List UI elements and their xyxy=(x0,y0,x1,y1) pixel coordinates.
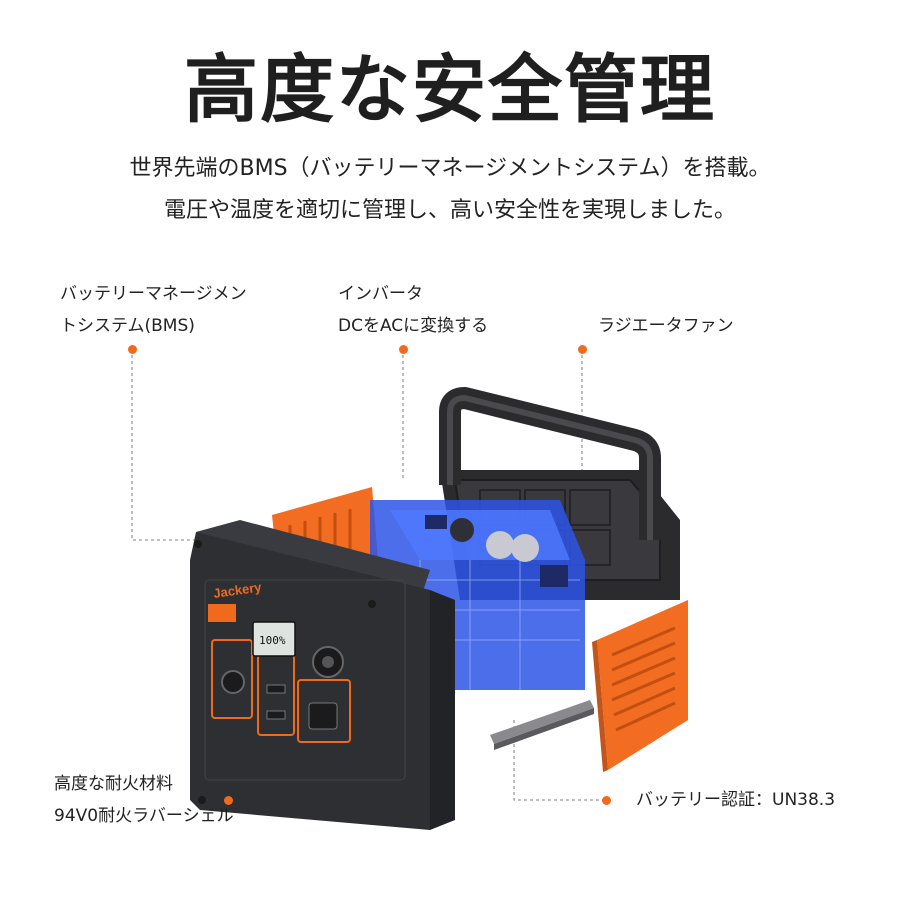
callout-fan-line-1: ラジエータファン xyxy=(598,316,734,336)
callout-bms-line-2: トシステム(BMS) xyxy=(60,316,195,336)
callout-inverter-line-1: インバータ xyxy=(338,284,423,304)
callout-cert: バッテリー認証：UN38.3 xyxy=(636,784,835,816)
front-body xyxy=(190,520,455,830)
callout-shell-line-2: 94V0耐火ラバーシェル xyxy=(54,806,234,826)
callout-dot-inverter xyxy=(399,345,408,354)
carry-handle xyxy=(439,387,661,540)
callout-dot-shell xyxy=(224,796,233,805)
callout-bms-line-1: バッテリーマネージメン xyxy=(60,284,247,304)
callout-inverter: インバータ DCをACに変換する xyxy=(338,278,488,342)
callout-cert-line-1: バッテリー認証：UN38.3 xyxy=(636,790,836,810)
subtitle-line-1: 世界先端のBMS（バッテリーマネージメントシステム）を搭載。 xyxy=(129,156,771,181)
callout-dot-fan xyxy=(578,345,587,354)
right-orange-side-panel xyxy=(592,600,688,772)
subtitle-line-2: 電圧や温度を適切に管理し、高い安全性を実現しました。 xyxy=(163,198,736,223)
callout-inverter-line-2: DCをACに変換する xyxy=(338,316,489,336)
brand-logo: Jackery xyxy=(212,579,263,601)
callout-shell: 高度な耐火材料 94V0耐火ラバーシェル xyxy=(54,768,234,832)
battery-strip xyxy=(490,700,594,750)
callout-dot-cert xyxy=(602,796,611,805)
lcd-readout: 100% xyxy=(259,634,286,647)
callout-dot-bms xyxy=(128,345,137,354)
callout-fan: ラジエータファン xyxy=(598,310,734,342)
callout-shell-line-1: 高度な耐火材料 xyxy=(54,774,173,794)
callout-bms: バッテリーマネージメン トシステム(BMS) xyxy=(60,278,247,342)
page-title: 高度な安全管理 xyxy=(184,47,716,133)
